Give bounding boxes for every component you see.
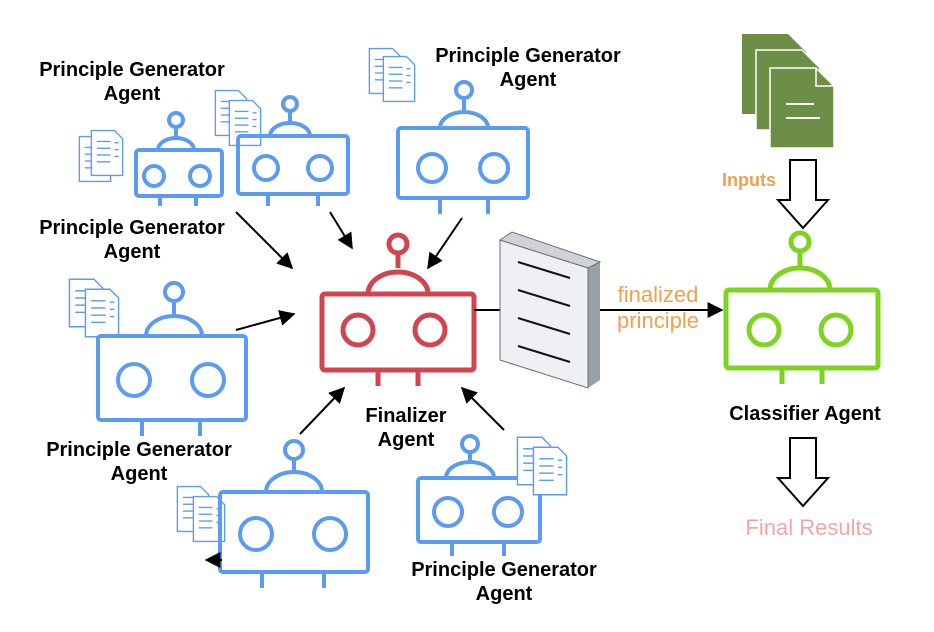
document-icon	[84, 288, 120, 338]
classifier-robot	[723, 230, 881, 384]
label-line1: finalized	[617, 282, 699, 307]
label-line2: Agent	[499, 69, 557, 91]
edge-generator-top-left	[235, 211, 294, 270]
edge-generator-top-right	[427, 217, 463, 270]
label-generator-bottom-left: Principle Generator Agent	[34, 438, 244, 486]
input-documents	[742, 34, 835, 149]
document-icon	[382, 55, 416, 103]
label-generator-top-right: Principle Generator Agent	[428, 44, 628, 92]
label-line2: Agent	[110, 463, 168, 485]
generator-robot-top-center	[214, 89, 350, 206]
label-line2: Agent	[103, 83, 161, 105]
generator-robot-bottom-right	[416, 434, 568, 556]
results-arrow	[775, 437, 831, 508]
generator-robot-bottom-left	[176, 439, 370, 588]
edge-generator-bottom-left	[299, 386, 346, 435]
label-line1: Principle Generator	[39, 217, 225, 239]
label-inputs: Inputs	[722, 170, 776, 190]
label-finalizer: Finalizer Agent	[346, 404, 466, 452]
finalizer-robot	[319, 232, 477, 386]
document-icon	[532, 446, 568, 496]
label-generator-mid-left: Principle Generator Agent	[24, 216, 240, 264]
label-line2: Agent	[103, 241, 161, 263]
document-icon	[90, 129, 124, 177]
edge-generator-bottom-right	[460, 386, 505, 431]
label-generator-bottom-right: Principle Generator Agent	[398, 558, 610, 606]
label-finalized-principle: finalized principle	[598, 282, 718, 334]
label-classifier: Classifier Agent	[729, 403, 881, 425]
label-line2: Agent	[377, 429, 435, 451]
generator-robot-top-left	[78, 111, 224, 206]
label-generator-top-left: Principle Generator Agent	[32, 58, 232, 106]
document-icon	[228, 99, 262, 147]
generator-robot-mid-left	[68, 278, 248, 436]
principle-document	[498, 231, 602, 389]
label-line1: Principle Generator	[411, 559, 597, 581]
label-line1: Finalizer	[365, 405, 447, 427]
edge-generator-top-center	[329, 211, 353, 250]
edge-generator-mid-left	[235, 310, 296, 331]
label-line1: Principle Generator	[39, 59, 225, 81]
label-line1: Principle Generator	[435, 45, 621, 67]
inputs-arrow	[775, 159, 831, 230]
generator-robot-top-right	[368, 47, 530, 214]
label-line2: principle	[617, 308, 699, 333]
label-line1: Principle Generator	[46, 439, 232, 461]
label-final-results: Final Results	[745, 515, 873, 540]
label-line2: Agent	[475, 583, 533, 605]
